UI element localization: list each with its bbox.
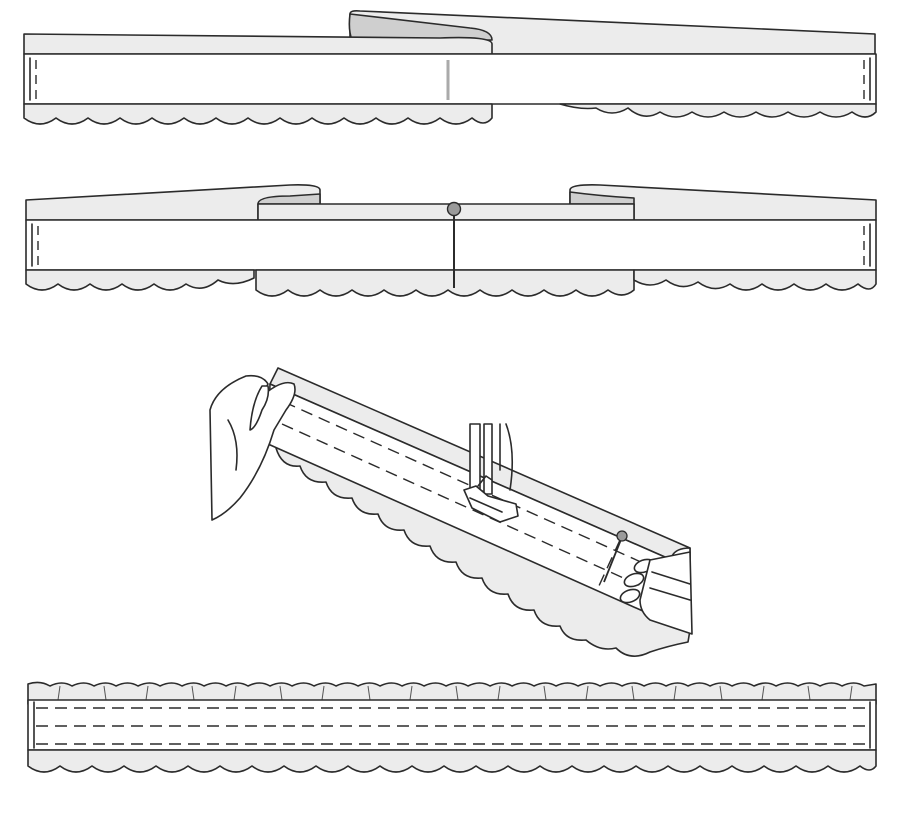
step-1-scallops-right (559, 103, 877, 118)
sewing-machine-foot-icon (463, 423, 519, 523)
step-1-scallops-left (23, 103, 493, 125)
step-1-right-band-fold (348, 13, 493, 41)
pin-head-icon (616, 530, 628, 542)
step-2-right-fold (569, 191, 635, 205)
step-2-bands-joined (25, 184, 877, 297)
pin-head-icon (446, 201, 462, 217)
left-hand-icon (209, 374, 296, 521)
step-2-left-fold (257, 193, 321, 205)
step-3-pin (603, 530, 628, 583)
step-3-sewing (209, 367, 693, 657)
step-1-band-body (23, 53, 877, 105)
step-4-finished-band (27, 681, 877, 773)
step-1-left-band-tail (23, 33, 493, 55)
step-4-ruffle-top (27, 681, 877, 705)
step-2-pin (446, 201, 462, 288)
right-hand-icon (619, 547, 693, 635)
step-2-middle-band (257, 203, 635, 221)
step-2-band-body (25, 219, 877, 271)
step-2-scallops-left (25, 269, 255, 291)
step-4-scallops (27, 749, 877, 773)
step-2-scallops-middle (255, 269, 635, 297)
step-1-bands-overlapped (23, 10, 877, 125)
step-2-scallops-right (633, 269, 877, 291)
